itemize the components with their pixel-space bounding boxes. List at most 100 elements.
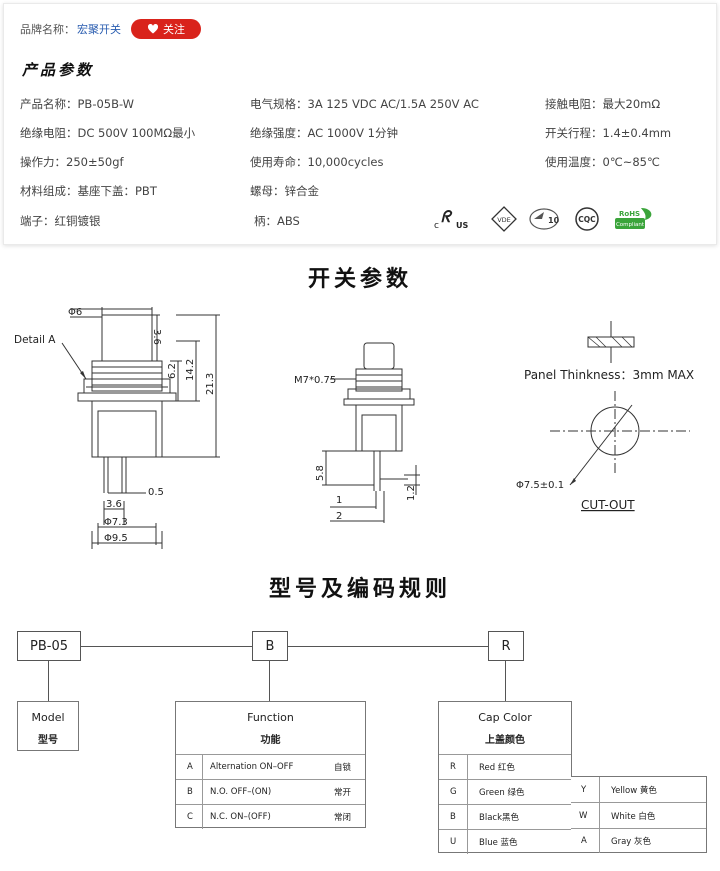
- cap-color-name: Green 绿色: [479, 788, 525, 798]
- technical-drawing: Φ6 Detail A 3.6 6.2 14.2 21.3 0.5 3.6 Φ7…: [14, 307, 694, 549]
- function-desc: N.C. ON–(OFF): [210, 812, 271, 822]
- cap-color-name: Yellow 黄色: [611, 785, 657, 796]
- brand-name-link[interactable]: 宏聚开关: [77, 23, 121, 36]
- model-box: Model 型号: [17, 701, 79, 751]
- follow-label: 关注: [163, 23, 185, 36]
- cap-color-row: A Gray 灰色: [571, 828, 706, 853]
- param-item: 使用寿命：10,000cycles: [250, 155, 384, 169]
- function-cn: 自锁: [334, 763, 352, 773]
- params-title: 产品参数: [22, 61, 95, 79]
- dim-14-2: 14.2: [185, 359, 196, 381]
- cap-color-table: Cap Color 上盖颜色 R Red 红色 G Green 绿色 B Bla…: [438, 701, 572, 854]
- cap-color-row: G Green 绿色: [439, 779, 571, 804]
- function-code: A: [187, 762, 193, 772]
- enec-mark: 10: [548, 216, 560, 225]
- function-cn: 常闭: [334, 813, 352, 823]
- dim-5-8: 5.8: [315, 465, 326, 481]
- connector-line: [288, 646, 488, 647]
- code-rules-title: 型号及编码规则: [268, 577, 451, 602]
- connector-line: [81, 646, 252, 647]
- cap-color-code: W: [579, 810, 588, 821]
- cap-color-row: B Black黑色: [439, 804, 571, 829]
- cap-color-name: Black黑色: [479, 813, 519, 823]
- column-divider: [599, 777, 600, 853]
- svg-text:ᖇ: ᖇ: [441, 207, 453, 226]
- model-label-en: Model: [31, 711, 65, 724]
- rohs-sub-mark: Compliant: [616, 222, 645, 228]
- code-box-series: PB-05: [17, 631, 81, 661]
- param-item: 材料组成：基座下盖：PBT: [20, 184, 157, 198]
- cap-color-row: Y Yellow 黄色: [571, 777, 706, 802]
- dim-phi6: Φ6: [68, 307, 82, 318]
- param-item: 绝缘电阻：DC 500V 100MΩ最小: [20, 126, 196, 140]
- vde-mark: VDE: [497, 216, 511, 224]
- dim-3-6-top: 3.6: [151, 329, 162, 345]
- connector-line: [505, 661, 506, 701]
- cutout-label: CUT-OUT: [581, 498, 635, 512]
- dim-21-3: 21.3: [205, 373, 216, 395]
- ul-c-mark: c: [434, 221, 439, 231]
- function-label-en: Function: [247, 711, 294, 724]
- param-item: 使用温度：0℃~85℃: [545, 155, 660, 169]
- switch-params-title: 开关参数: [307, 267, 412, 292]
- cqc-mark: CQC: [578, 215, 596, 224]
- dim-phi7-3: Φ7.3: [104, 517, 128, 528]
- code-box-function: B: [252, 631, 288, 661]
- connector-line: [48, 661, 49, 701]
- follow-button[interactable]: 关注: [131, 19, 201, 39]
- cap-color-row: U Blue 蓝色: [439, 829, 571, 854]
- function-row: C N.C. ON–(OFF) 常闭: [176, 804, 365, 829]
- function-cn: 常开: [334, 788, 352, 798]
- function-code: B: [187, 787, 193, 797]
- param-item: 电气规格：3A 125 VDC AC/1.5A 250V AC: [250, 97, 479, 111]
- cert-logos: c ᖇ US VDE 10 CQC RoHS Compliant: [434, 206, 652, 232]
- cap-color-code: R: [450, 762, 456, 772]
- heart-icon: [147, 23, 159, 34]
- cap-color-table-extra: Y Yellow 黄色 W White 白色 A Gray 灰色: [571, 776, 707, 853]
- dim-1-2: 1.2: [406, 485, 417, 501]
- function-label-cn: 功能: [260, 735, 281, 746]
- cap-color-row: R Red 红色: [439, 754, 571, 779]
- param-item: 绝缘强度：AC 1000V 1分钟: [250, 126, 398, 140]
- brand-label: 品牌名称：: [20, 23, 75, 36]
- cap-color-label-cn: 上盖颜色: [485, 735, 525, 746]
- cap-color-code: B: [450, 812, 456, 822]
- enec-cert-icon: 10: [529, 208, 560, 230]
- dim-phi9-5: Φ9.5: [104, 533, 128, 544]
- dim-0-5: 0.5: [148, 487, 164, 498]
- cqc-cert-icon: CQC: [575, 207, 599, 231]
- param-item: 接触电阻：最大20mΩ: [545, 97, 661, 111]
- cap-color-code: G: [450, 787, 457, 797]
- rohs-cert-icon: RoHS Compliant: [615, 208, 652, 229]
- ul-us-mark: US: [456, 221, 468, 230]
- cap-color-name: Red 红色: [479, 763, 515, 773]
- param-item: 螺母：锌合金: [250, 184, 319, 198]
- function-row: B N.O. OFF–(ON) 常开: [176, 779, 365, 804]
- function-desc: N.O. OFF–(ON): [210, 787, 272, 797]
- column-divider: [467, 754, 468, 854]
- param-item: 产品名称：PB-05B-W: [20, 97, 135, 111]
- function-row: A Alternation ON–OFF 自锁: [176, 754, 365, 779]
- column-divider: [202, 754, 203, 829]
- cap-color-code: U: [450, 837, 457, 847]
- cap-color-code: A: [581, 836, 587, 846]
- cutout-diameter-label: Φ7.5±0.1: [516, 480, 564, 491]
- dim-3-6: 3.6: [106, 499, 122, 510]
- cap-color-name: White 白色: [611, 811, 656, 822]
- function-table: Function 功能 A Alternation ON–OFF 自锁 B N.…: [175, 701, 366, 829]
- cap-color-row: W White 白色: [571, 802, 706, 828]
- ul-cert-icon: c ᖇ US: [434, 207, 468, 231]
- model-label-cn: 型号: [38, 735, 58, 746]
- param-item: 操作力：250±50gf: [20, 155, 124, 169]
- cap-color-name: Blue 蓝色: [479, 838, 518, 848]
- product-parameter-card: 品牌名称： 宏聚开关 关注 产品参数 产品名称：PB-05B-W 电气规格：3A…: [3, 3, 717, 245]
- detail-a-label: Detail A: [14, 334, 56, 346]
- cap-color-label-en: Cap Color: [478, 711, 532, 724]
- rohs-mark: RoHS: [619, 210, 640, 218]
- cap-color-name: Gray 灰色: [611, 837, 652, 847]
- code-box-color: R: [488, 631, 524, 661]
- param-item: 开关行程：1.4±0.4mm: [545, 126, 672, 140]
- connector-line: [269, 661, 270, 701]
- dim-6-2: 6.2: [167, 363, 178, 379]
- dim-1: 1: [336, 495, 342, 506]
